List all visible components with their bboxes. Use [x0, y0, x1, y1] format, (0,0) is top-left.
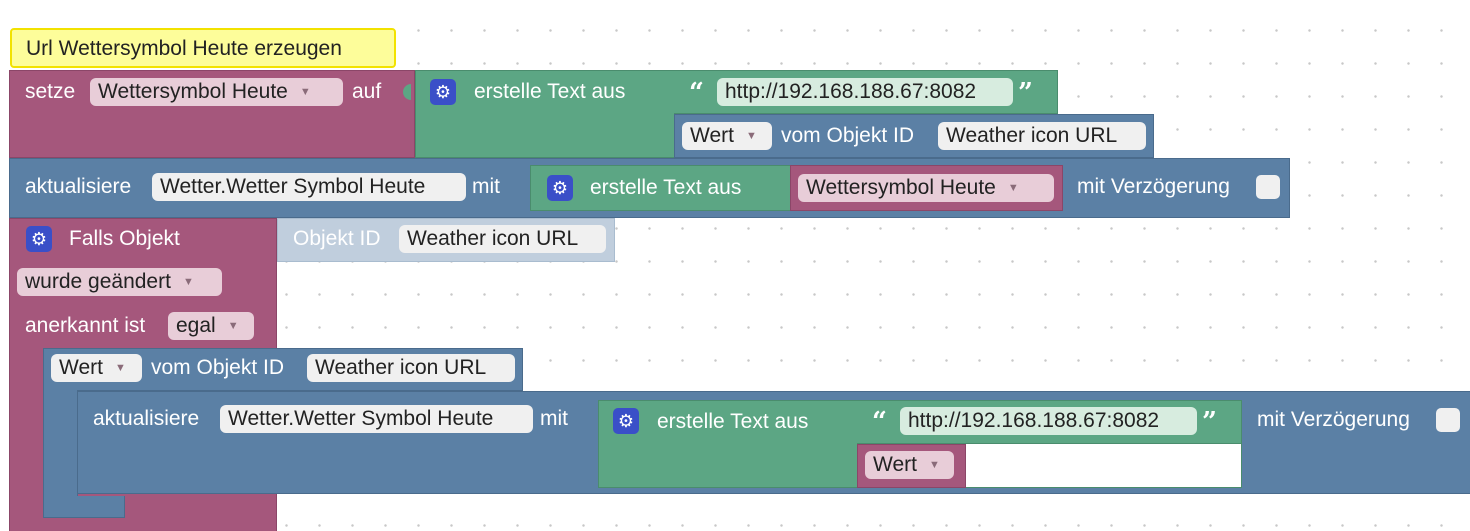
object-id-label: Objekt ID [293, 227, 381, 250]
from-object-label-2: vom Objekt ID [151, 356, 285, 379]
dropdown-arrow-icon[interactable]: ▼ [182, 276, 194, 289]
attribute-dropdown-wert-1[interactable]: Wert ▼ [682, 122, 772, 150]
delay-checkbox-1[interactable] [1256, 175, 1280, 199]
text-join-block-3-gap [965, 444, 1242, 488]
text-join-block-3[interactable] [598, 400, 858, 488]
text-join-block-1[interactable] [415, 70, 675, 158]
attribute-dropdown-text: Wert [59, 356, 103, 379]
quote-close-icon: ” [1202, 407, 1217, 437]
object-id-field-if[interactable]: Weather icon URL [399, 225, 606, 253]
changed-dropdown-text: wurde geändert [25, 270, 171, 293]
delay-label-1: mit Verzögerung [1077, 175, 1230, 198]
text-join-label-2: erstelle Text aus [590, 176, 742, 199]
attribute-dropdown-wert-2[interactable]: Wert ▼ [51, 354, 142, 382]
target-field-2[interactable]: Wetter.Wetter Symbol Heute [220, 405, 533, 433]
target-field-1[interactable]: Wetter.Wetter Symbol Heute [152, 173, 466, 201]
value-dropdown-wert[interactable]: Wert ▼ [865, 451, 954, 479]
auf-label: auf [352, 80, 382, 103]
delay-checkbox-2[interactable] [1436, 408, 1460, 432]
object-id-field-1[interactable]: Weather icon URL [938, 122, 1146, 150]
dropdown-arrow-icon[interactable]: ▼ [114, 362, 126, 375]
comment-text: Url Wettersymbol Heute erzeugen [26, 37, 342, 60]
value-dropdown-text: Wert [873, 453, 917, 476]
object-id-field-2[interactable]: Weather icon URL [307, 354, 515, 382]
comment-bubble[interactable]: Url Wettersymbol Heute erzeugen [10, 28, 396, 68]
dropdown-arrow-icon[interactable]: ▼ [745, 130, 757, 143]
ack-label: anerkannt ist [25, 314, 146, 337]
url-text-field-3[interactable]: http://192.168.188.67:8082 [900, 407, 1197, 435]
gear-icon[interactable]: ⚙ [613, 408, 639, 434]
text-join-block-2[interactable] [530, 165, 792, 211]
text-join-label-1: erstelle Text aus [474, 80, 626, 103]
mit-label-2: mit [540, 407, 568, 430]
update-label-2: aktualisiere [93, 407, 200, 430]
ack-dropdown[interactable]: egal ▼ [168, 312, 254, 340]
dropdown-arrow-icon[interactable]: ▼ [928, 459, 940, 472]
update-label-1: aktualisiere [25, 175, 132, 198]
variable-dropdown-wettersymbol-2[interactable]: Wettersymbol Heute ▼ [798, 174, 1054, 202]
dropdown-arrow-icon[interactable]: ▼ [299, 86, 311, 99]
quote-close-icon: ” [1018, 78, 1033, 108]
from-object-label-1: vom Objekt ID [781, 124, 915, 147]
url-text-field-1[interactable]: http://192.168.188.67:8082 [717, 78, 1013, 106]
set-label: setze [25, 80, 76, 103]
get-value-block-2-foot [43, 496, 125, 518]
delay-label-2: mit Verzögerung [1257, 408, 1410, 431]
variable-dropdown-wettersymbol[interactable]: Wettersymbol Heute ▼ [90, 78, 343, 106]
if-object-label: Falls Objekt [69, 227, 180, 250]
gear-icon[interactable]: ⚙ [430, 79, 456, 105]
quote-open-icon: “ [872, 407, 887, 437]
ack-dropdown-text: egal [176, 314, 216, 337]
connector-notch [403, 84, 411, 100]
text-join-label-3: erstelle Text aus [657, 410, 809, 433]
mit-label-1: mit [472, 175, 500, 198]
dropdown-arrow-icon[interactable]: ▼ [1007, 182, 1019, 195]
attribute-dropdown-text: Wert [690, 124, 734, 147]
quote-open-icon: “ [689, 78, 704, 108]
changed-dropdown[interactable]: wurde geändert ▼ [17, 268, 222, 296]
gear-icon[interactable]: ⚙ [26, 226, 52, 252]
variable-dropdown-text: Wettersymbol Heute [98, 80, 288, 103]
variable-dropdown-text: Wettersymbol Heute [806, 176, 996, 199]
dropdown-arrow-icon[interactable]: ▼ [227, 320, 239, 333]
gear-icon[interactable]: ⚙ [547, 175, 573, 201]
